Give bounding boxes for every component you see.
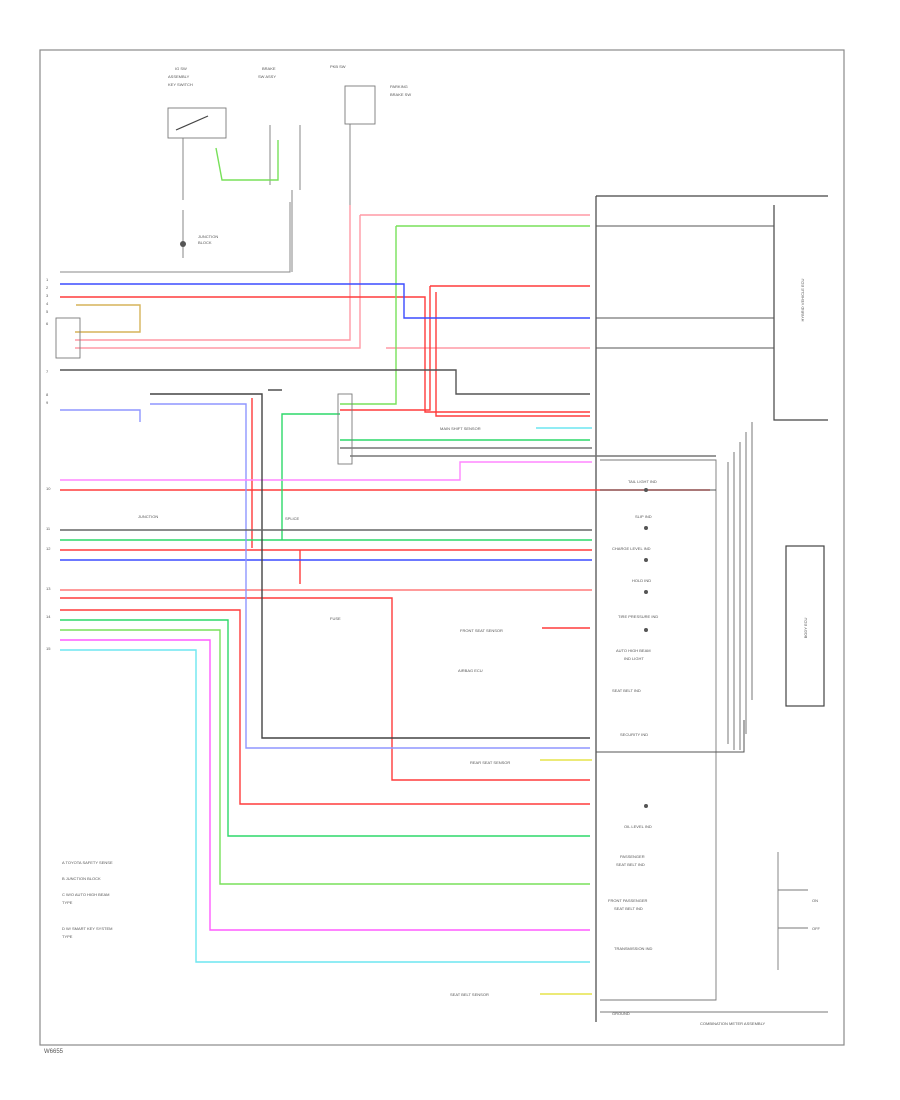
svg-text:5: 5	[46, 309, 49, 314]
svg-text:SW ASSY: SW ASSY	[258, 74, 276, 79]
svg-text:3: 3	[46, 293, 49, 298]
svg-text:FRONT PASSENGER: FRONT PASSENGER	[608, 898, 648, 903]
svg-text:HYBRID VEHICLE ECU: HYBRID VEHICLE ECU	[800, 278, 805, 321]
svg-text:BLOCK: BLOCK	[198, 240, 212, 245]
diagram-border	[39, 49, 845, 1046]
wire-labels: MAIN SHIFT SENSOR FRONT SEAT SENSOR AIRB…	[138, 426, 510, 997]
svg-text:REAR SEAT SENSOR: REAR SEAT SENSOR	[470, 760, 510, 765]
svg-text:KEY SWITCH: KEY SWITCH	[168, 82, 193, 87]
svg-text:D W/ SMART KEY SYSTEM: D W/ SMART KEY SYSTEM	[62, 926, 112, 931]
svg-text:6: 6	[46, 321, 49, 326]
svg-text:1: 1	[46, 277, 49, 282]
svg-text:ASSEMBLY: ASSEMBLY	[168, 74, 190, 79]
svg-text:CHARGE LEVEL IND: CHARGE LEVEL IND	[612, 546, 651, 551]
hybrid-vehicle-ecu: HYBRID VEHICLE ECU	[773, 205, 828, 421]
svg-text:OFF: OFF	[812, 926, 821, 931]
svg-text:PARKING: PARKING	[390, 84, 408, 89]
svg-text:14: 14	[46, 614, 51, 619]
body-ecu: BODY ECU	[785, 545, 825, 707]
svg-text:A TOYOTA SAFETY SENSE: A TOYOTA SAFETY SENSE	[62, 860, 113, 865]
svg-text:SEAT BELT IND: SEAT BELT IND	[616, 862, 645, 867]
svg-text:TRANSMISSION IND: TRANSMISSION IND	[614, 946, 653, 951]
svg-text:15: 15	[46, 646, 51, 651]
svg-text:BRAKE SW: BRAKE SW	[390, 92, 411, 97]
svg-text:PKB SW: PKB SW	[330, 64, 346, 69]
svg-text:BRAKE: BRAKE	[262, 66, 276, 71]
svg-text:AIRBAG ECU: AIRBAG ECU	[458, 668, 483, 673]
svg-text:SEAT BELT SENSOR: SEAT BELT SENSOR	[450, 992, 489, 997]
svg-text:9: 9	[46, 400, 49, 405]
svg-text:FRONT SEAT SENSOR: FRONT SEAT SENSOR	[460, 628, 503, 633]
svg-text:4: 4	[46, 301, 49, 306]
left-junction-connector	[55, 317, 81, 359]
svg-text:FUSE: FUSE	[330, 616, 341, 621]
svg-text:10: 10	[46, 486, 51, 491]
svg-text:JUNCTION: JUNCTION	[198, 234, 218, 239]
footer-code: W6655	[44, 1049, 64, 1055]
meter-indicators: TAIL LIGHT IND SLIP IND CHARGE LEVEL IND…	[608, 479, 658, 1016]
legend-switch: ON OFF	[777, 852, 821, 970]
svg-text:B JUNCTION BLOCK: B JUNCTION BLOCK	[62, 876, 101, 881]
svg-text:AUTO HIGH BEAM: AUTO HIGH BEAM	[616, 648, 651, 653]
svg-text:13: 13	[46, 586, 51, 591]
svg-text:IND LIGHT: IND LIGHT	[624, 656, 644, 661]
splice-box	[337, 393, 353, 465]
svg-text:11: 11	[46, 526, 51, 531]
svg-text:C W/O AUTO HIGH BEAM: C W/O AUTO HIGH BEAM	[62, 892, 110, 897]
notes: A TOYOTA SAFETY SENSE B JUNCTION BLOCK C…	[62, 860, 113, 939]
svg-text:MAIN SHIFT SENSOR: MAIN SHIFT SENSOR	[440, 426, 481, 431]
svg-text:SPLICE: SPLICE	[285, 516, 300, 521]
svg-text:7: 7	[46, 369, 49, 374]
svg-text:ON: ON	[812, 898, 818, 903]
wires	[60, 140, 774, 995]
svg-text:TAIL LIGHT IND: TAIL LIGHT IND	[628, 479, 657, 484]
ignition-switch: IG SW ASSEMBLY KEY SWITCH JUNCTION BLOCK	[167, 66, 227, 258]
svg-text:TYPE: TYPE	[62, 934, 73, 939]
svg-text:GROUND: GROUND	[612, 1011, 630, 1016]
svg-text:OIL LEVEL IND: OIL LEVEL IND	[624, 824, 652, 829]
svg-text:2: 2	[46, 285, 49, 290]
svg-text:JUNCTION: JUNCTION	[138, 514, 158, 519]
svg-text:SLIP IND: SLIP IND	[635, 514, 652, 519]
brake-switch: BRAKE SW ASSY	[258, 66, 301, 272]
svg-text:TIRE PRESSURE IND: TIRE PRESSURE IND	[618, 614, 658, 619]
module-label: COMBINATION METER ASSEMBLY	[700, 1021, 766, 1026]
svg-text:SEAT BELT IND: SEAT BELT IND	[612, 688, 641, 693]
svg-text:SECURITY IND: SECURITY IND	[620, 732, 648, 737]
svg-text:TYPE: TYPE	[62, 900, 73, 905]
svg-text:SEAT BELT IND: SEAT BELT IND	[614, 906, 643, 911]
svg-text:8: 8	[46, 392, 49, 397]
svg-text:IG SW: IG SW	[175, 66, 187, 71]
combination-meter-connector: COMBINATION METER ASSEMBLY	[595, 195, 828, 1026]
svg-text:BODY ECU: BODY ECU	[803, 617, 808, 638]
svg-text:12: 12	[46, 546, 51, 551]
parking-brake-switch: PKB SW PARKING BRAKE SW	[330, 64, 411, 205]
svg-text:PASSENGER: PASSENGER	[620, 854, 645, 859]
diagonal-hatch	[727, 422, 753, 750]
svg-text:HOLD IND: HOLD IND	[632, 578, 651, 583]
